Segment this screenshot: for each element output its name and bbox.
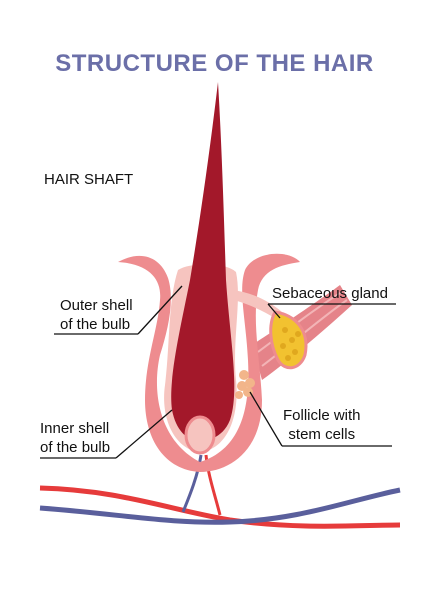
leader-lines (40, 285, 396, 459)
vein-vessel (39, 487, 401, 525)
diagram-title: STRUCTURE OF THE HAIR (55, 50, 374, 77)
label-follicle-stem-cells: Follicle with stem cells (283, 406, 361, 444)
label-outer-shell-line2: of the bulb (60, 316, 131, 333)
label-inner-shell: Inner shell of the bulb (40, 419, 110, 457)
label-sebaceous-gland: Sebaceous gland (272, 285, 388, 302)
label-follicle-line1: Follicle with (283, 407, 361, 424)
dermal-papilla (184, 415, 216, 455)
stem-cells (235, 370, 255, 399)
label-inner-shell-line1: Inner shell (40, 420, 110, 437)
label-outer-shell: Outer shell of the bulb (60, 296, 133, 334)
capillary-blue (181, 454, 203, 513)
label-outer-shell-line1: Outer shell (60, 297, 133, 314)
label-hair-shaft: HAIR SHAFT (44, 171, 134, 188)
follicle-outer-shell (118, 253, 300, 472)
label-follicle-line2: stem cells (288, 426, 356, 443)
label-inner-shell-line2: of the bulb (40, 439, 111, 456)
sebaceous-duct (232, 290, 282, 320)
hair-shaft (171, 82, 235, 442)
